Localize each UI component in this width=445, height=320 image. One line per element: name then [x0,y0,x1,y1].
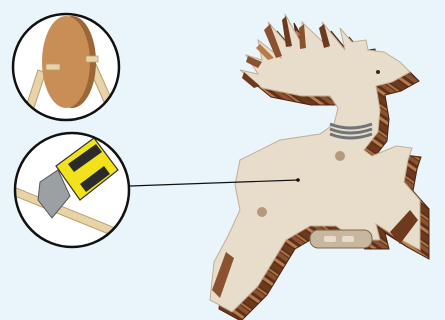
eye [376,70,380,74]
cutter-callout [3,133,129,247]
belly-slot [310,230,372,248]
body-spot [257,207,267,217]
body-spot [335,151,345,161]
disc-callout [13,14,119,120]
callout-leader-dot [296,178,300,182]
reindeer-front-layer [210,14,420,312]
reindeer-figure [210,14,429,320]
